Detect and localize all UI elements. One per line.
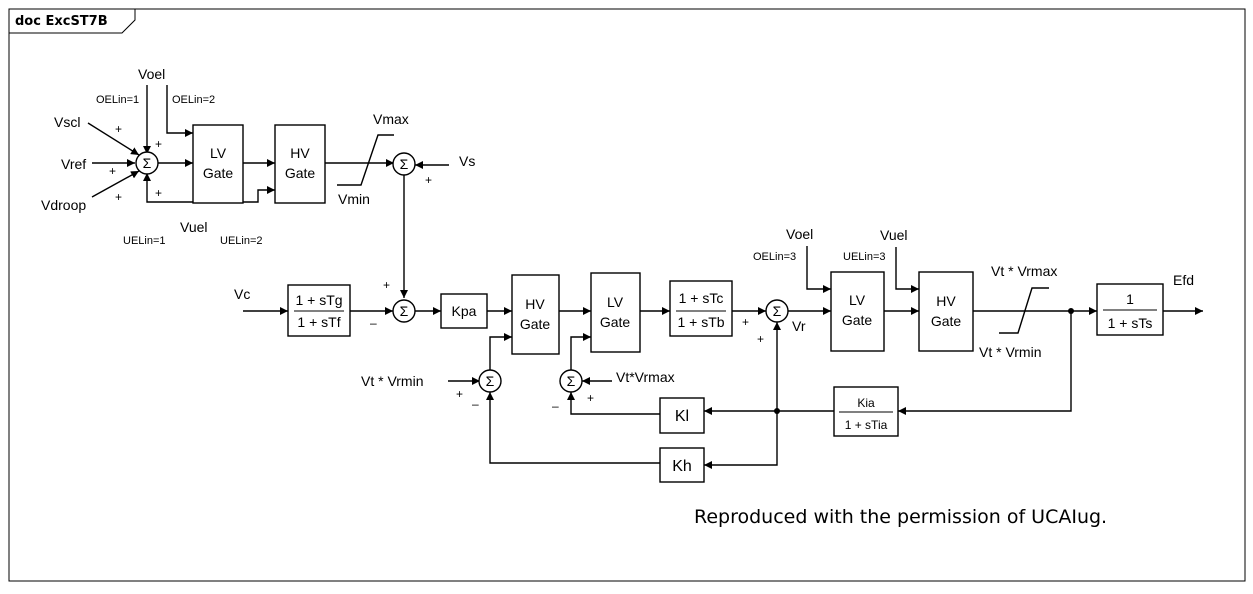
sign-plus: + <box>109 164 116 178</box>
summer-symbol: Σ <box>773 303 782 319</box>
ts-denominator: 1 + sTs <box>1108 315 1153 331</box>
gate-label: Gate <box>285 165 316 181</box>
signal-oelin2: OELin=2 <box>172 94 215 106</box>
sign-plus: + <box>115 122 122 136</box>
signal-vt-vrmax-mid: Vt*Vrmax <box>616 369 675 385</box>
sign-minus: – <box>472 397 479 411</box>
summer-vr <box>765 299 789 323</box>
signal-vc: Vc <box>234 286 250 302</box>
kl-block <box>659 397 705 434</box>
tc-tb-block <box>669 280 733 337</box>
signal-vmax: Vmax <box>373 111 409 127</box>
signal-vs: Vs <box>459 153 475 169</box>
sign-plus: + <box>155 137 162 151</box>
summer-vrmin <box>478 369 502 393</box>
sign-plus: + <box>115 190 122 204</box>
ts-numerator: 1 <box>1126 291 1134 307</box>
summer-symbol: Σ <box>143 155 152 171</box>
gate-label: HV <box>525 296 545 312</box>
signal-uelin2: UELin=2 <box>220 235 263 247</box>
lv-gate-3 <box>830 271 885 352</box>
signal-vt-vrmax-right: Vt * Vrmax <box>991 263 1057 279</box>
sign-plus: + <box>757 332 764 346</box>
signal-vt-vrmin-left: Vt * Vrmin <box>361 373 424 389</box>
kh-label: Kh <box>672 458 692 475</box>
sign-plus: + <box>587 391 594 405</box>
signal-vt-vrmin-right: Vt * Vrmin <box>979 344 1042 360</box>
kpa-block <box>440 293 488 329</box>
summer-vc <box>392 299 416 323</box>
signal-vref: Vref <box>61 156 86 172</box>
tc-numerator: 1 + sTc <box>679 290 724 306</box>
tf-denominator: 1 + sTf <box>297 314 340 330</box>
gate-label: HV <box>290 145 310 161</box>
sign-minus: – <box>370 316 377 330</box>
gate-label: Gate <box>600 314 631 330</box>
gate-label: HV <box>936 293 956 309</box>
hv-gate-2 <box>511 274 560 355</box>
sign-plus: + <box>383 278 390 292</box>
signal-uelin3: UELin=3 <box>843 251 886 263</box>
sign-minus: – <box>552 399 559 413</box>
signal-vuel-top: Vuel <box>180 219 208 235</box>
signal-oelin3: OELin=3 <box>753 251 796 263</box>
gate-label: LV <box>849 292 866 308</box>
signal-uelin1: UELin=1 <box>123 235 166 247</box>
summer-vrmax <box>559 369 583 393</box>
gate-label: LV <box>210 145 227 161</box>
kpa-label: Kpa <box>452 303 477 319</box>
hv-gate-1 <box>274 124 326 204</box>
summer-symbol: Σ <box>567 373 576 389</box>
lv-gate-2 <box>590 272 641 353</box>
sign-plus: + <box>456 387 463 401</box>
signal-vuel-right: Vuel <box>880 227 908 243</box>
frame-border <box>8 8 1246 582</box>
tg-numerator: 1 + sTg <box>295 292 342 308</box>
gate-label: Gate <box>203 165 234 181</box>
gate-label: Gate <box>520 316 551 332</box>
kia-numerator: Kia <box>857 396 875 410</box>
junction-dot <box>774 408 780 414</box>
tia-denominator: 1 + sTia <box>845 418 888 432</box>
signal-efd: Efd <box>1173 272 1194 288</box>
summer-vs <box>392 152 416 176</box>
frame-title: doc ExcST7B <box>15 14 108 29</box>
signal-vdroop: Vdroop <box>41 197 86 213</box>
summer-symbol: Σ <box>486 373 495 389</box>
summer-ref <box>135 151 159 175</box>
summer-symbol: Σ <box>400 156 409 172</box>
signal-voel-right: Voel <box>786 226 813 242</box>
sign-plus: + <box>742 315 749 329</box>
hv-gate-3 <box>918 271 974 352</box>
junction-dot <box>1068 308 1074 314</box>
sign-plus: + <box>425 173 432 187</box>
gate-label: Gate <box>931 313 962 329</box>
kl-label: Kl <box>675 408 689 425</box>
signal-voel-top: Voel <box>138 66 165 82</box>
signal-vr: Vr <box>792 318 806 334</box>
kh-block <box>659 447 705 483</box>
gate-label: LV <box>607 294 624 310</box>
summer-symbol: Σ <box>400 303 409 319</box>
frame-tab <box>9 8 136 34</box>
signal-vmin: Vmin <box>338 191 370 207</box>
lv-gate-1 <box>192 124 244 204</box>
tb-denominator: 1 + sTb <box>677 314 724 330</box>
gate-label: Gate <box>842 312 873 328</box>
credit-text: Reproduced with the permission of UCAIug… <box>694 506 1107 528</box>
signal-vscl: Vscl <box>54 114 80 130</box>
signal-oelin1: OELin=1 <box>96 94 139 106</box>
sign-plus: + <box>155 186 162 200</box>
